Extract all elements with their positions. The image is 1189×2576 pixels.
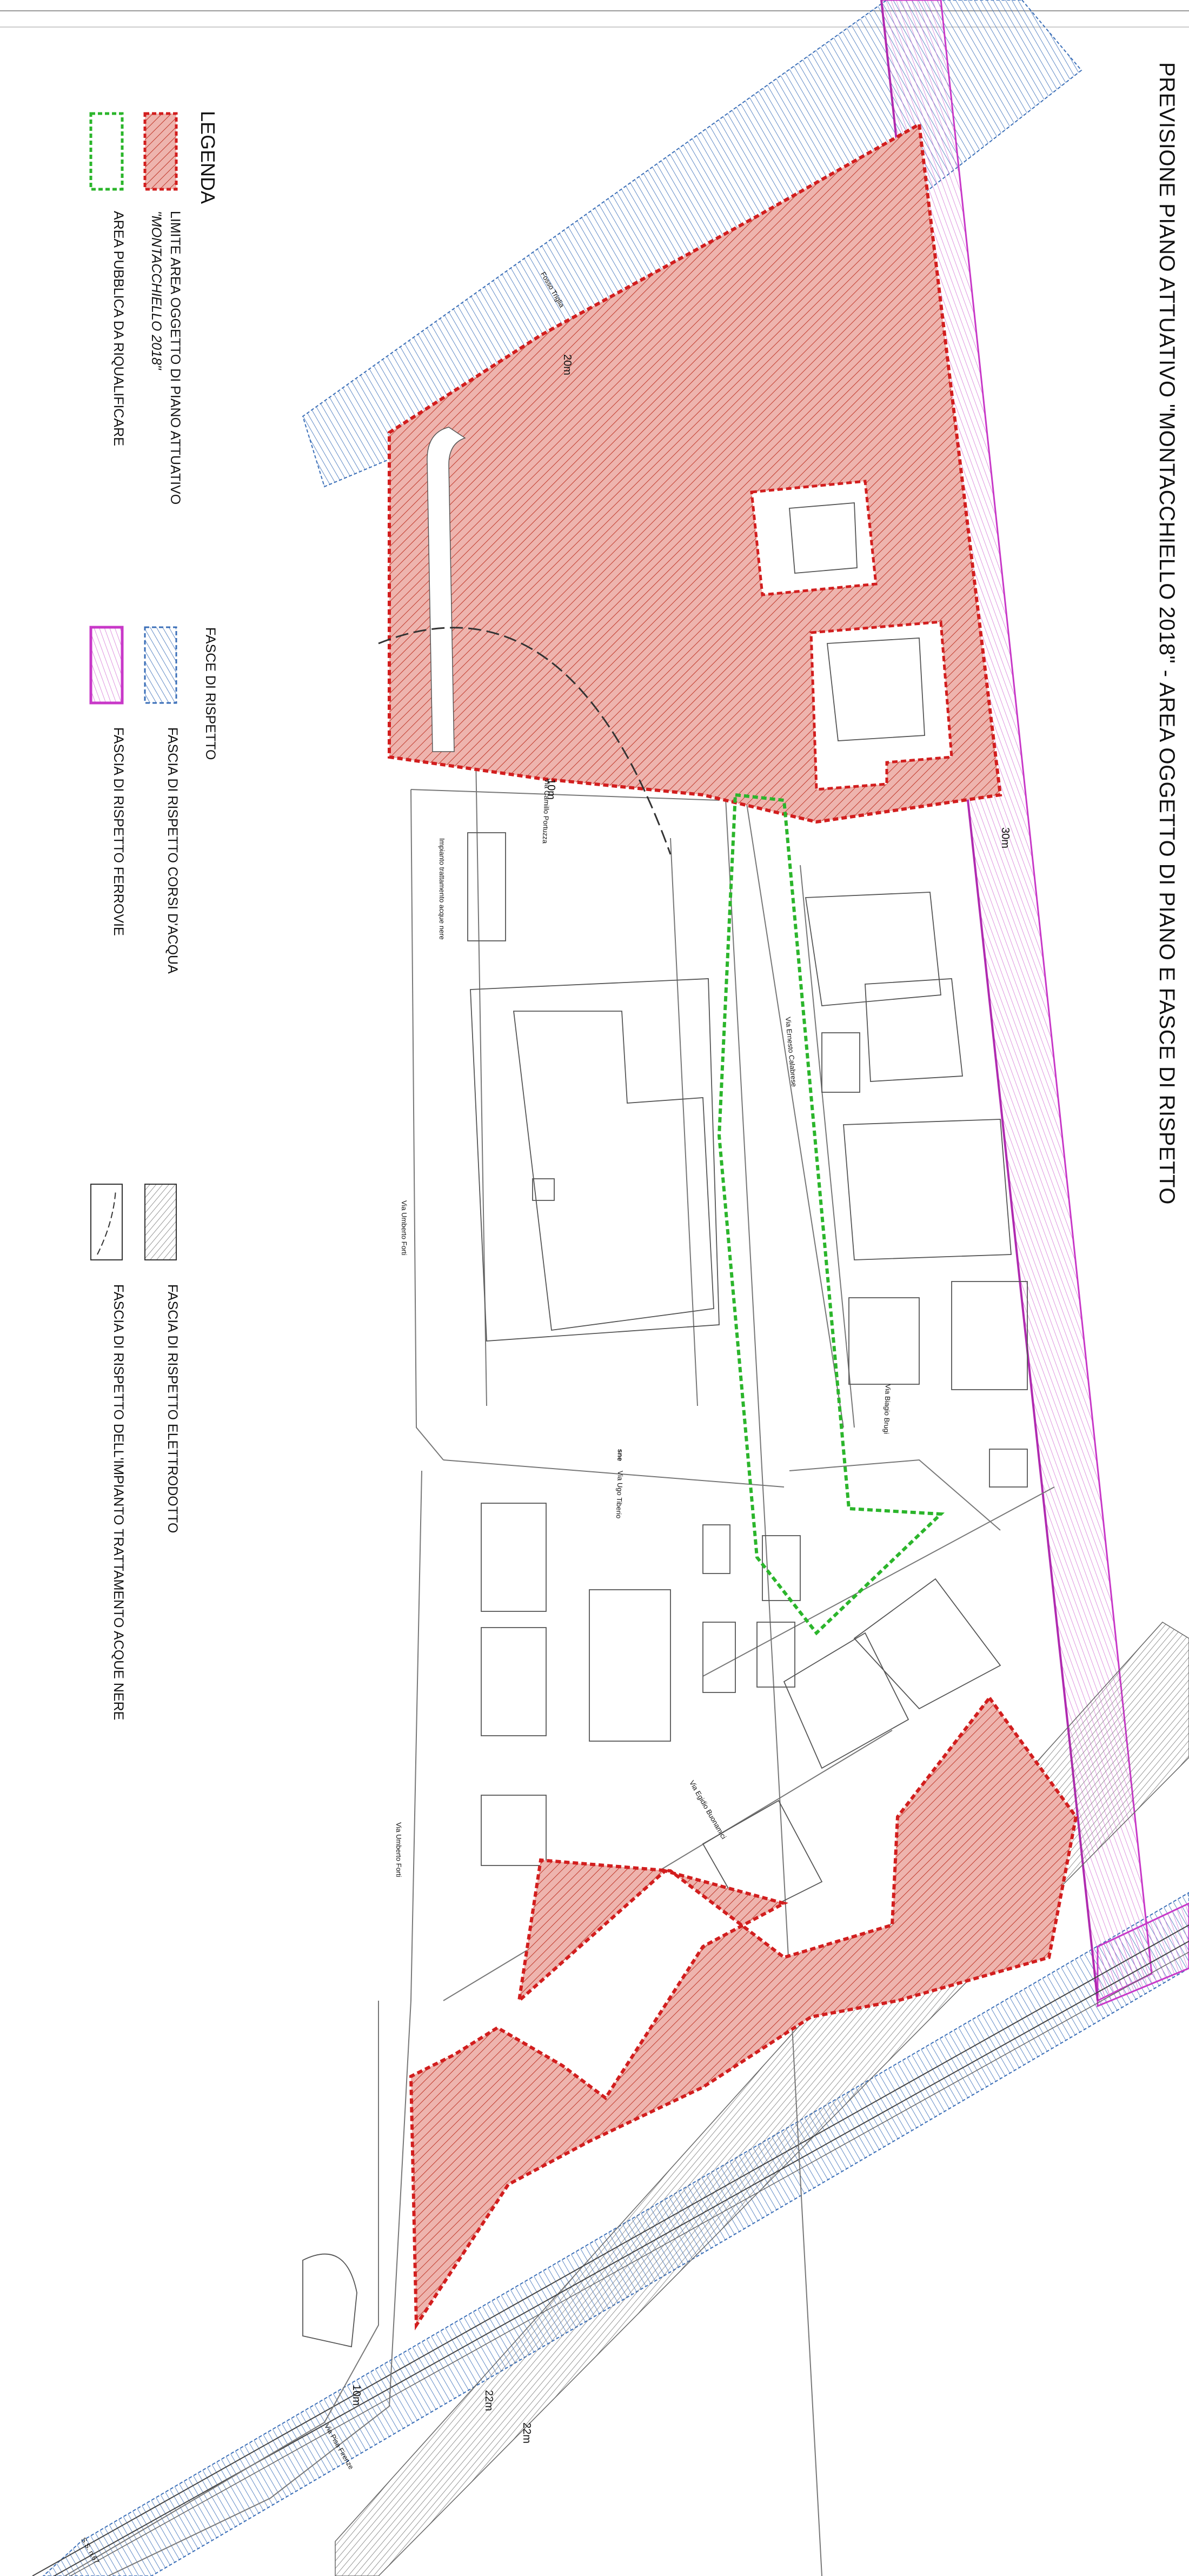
street-label: Impianto trattamento acque nere [438,838,446,940]
legend-treatment: FASCIA DI RISPETTO DELL'IMPIANTO TRATTAM… [111,1284,126,1721]
public-area [717,793,945,1636]
legend-piano-line1: LIMITE AREA OGGETTO DI PIANO ATTUATIVO [168,211,183,505]
legend-power: FASCIA DI RISPETTO ELETTRODOTTO [165,1284,180,1533]
legend-rail: FASCIA DI RISPETTO FERROVIE [111,727,126,936]
distance-label: 22m [521,2422,533,2444]
distance-label: 22m [483,2390,495,2411]
legend-symbol-water [144,626,177,704]
legend-symbol-public [89,112,124,191]
piano-area-south [409,1695,1078,2331]
distance-label: 30m [999,827,1011,848]
legend-symbol-power [144,1184,177,1260]
distance-label: 10m [545,779,557,800]
legend-piano-line2: "MONTACCHIELLO 2018" [149,211,164,370]
legend-heading: LEGENDA [197,111,219,204]
street-label: Via Umberto Forti [395,1822,403,1877]
legend-fasce-heading: FASCE DI RISPETTO [203,627,218,760]
distance-label: 10m [350,2385,362,2406]
street-label: Via Ugo Tiberio [614,1470,625,1519]
street-label: sne [616,1449,625,1462]
street-label: Via Umberto Forti [400,1200,408,1256]
map-title: PREVISIONE PIANO ATTUATIVO "MONTACCHIELL… [1155,62,1179,1205]
legend-public: AREA PUBBLICA DA RIQUALIFICARE [111,211,126,446]
legend-symbol-piano [143,112,178,191]
legend-symbol-treatment [90,1184,123,1260]
railway-band-lower [1097,1902,1189,2008]
legend-symbol-rail [89,626,124,705]
street-label: Via Biagio Brugi [882,1384,892,1435]
legend-water: FASCIA DI RISPETTO CORSI D'ACQUA [165,727,180,974]
distance-label: 20m [561,354,573,375]
